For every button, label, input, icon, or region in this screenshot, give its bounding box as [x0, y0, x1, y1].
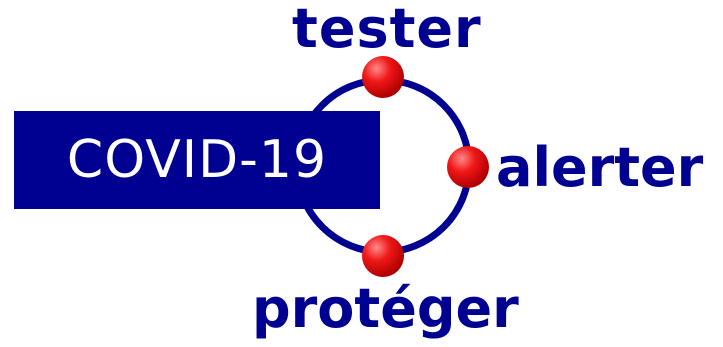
word-tester: tester — [292, 0, 482, 60]
red-dot-icon-right — [447, 146, 489, 188]
covid-badge: COVID-19 — [14, 111, 380, 209]
red-dot-icon-bottom — [362, 235, 404, 277]
word-proteger: protéger — [252, 277, 519, 340]
covid-badge-label: COVID-19 — [66, 130, 328, 190]
word-alerter: alerter — [496, 136, 704, 199]
red-dot-icon-top — [362, 56, 404, 98]
